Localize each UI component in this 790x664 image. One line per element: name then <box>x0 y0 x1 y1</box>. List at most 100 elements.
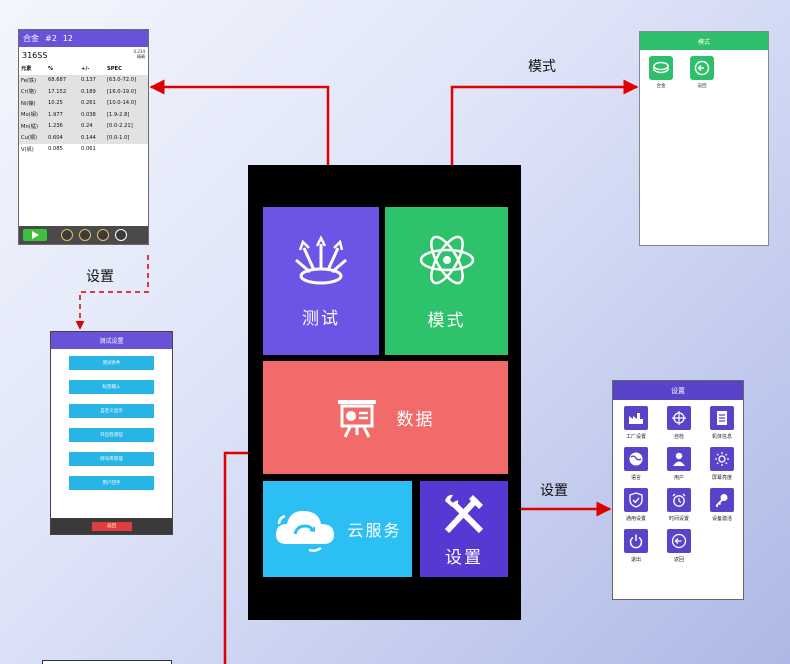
self-check-label: 自检 <box>673 434 684 440</box>
play-icon <box>32 231 39 239</box>
cell-element: Ni(镍) <box>21 100 36 107</box>
document-icon <box>710 406 734 430</box>
table-row: Ni(镍) 10.25 0.261 [10.0-14.0] <box>19 97 148 109</box>
general-settings-item[interactable]: 通用设置 <box>616 488 656 522</box>
cell-spec: [1.9-2.8] <box>107 111 130 118</box>
cell-error: 0.061 <box>81 146 96 153</box>
self-check-item[interactable]: 自检 <box>659 406 699 440</box>
cell-element: Mn(锰) <box>21 123 38 130</box>
general-settings-label: 通用设置 <box>625 516 646 522</box>
settings-back-label: 返回 <box>673 557 684 563</box>
coin-button[interactable] <box>61 229 73 241</box>
test-settings-screen: 测试设置 测试条件 标签输入 自定义显示 开启检测钮 牌号库管理 用户回手 返回 <box>50 331 173 535</box>
cell-error: 0.24 <box>81 123 93 130</box>
settings-callout-label-left: 设置 <box>86 269 114 285</box>
cell-element: Mo(钼) <box>21 112 38 119</box>
cell-error: 0.261 <box>81 100 96 107</box>
test-settings-title: 测试设置 <box>51 332 172 349</box>
cell-percent: 17.152 <box>48 88 67 95</box>
data-tile[interactable]: 数据 <box>263 361 508 474</box>
mode-screen: 模式 合金 返回 <box>639 31 769 246</box>
cell-spec: [63.0-72.0] <box>107 77 137 84</box>
cloud-tile[interactable]: 云服务 <box>263 481 412 577</box>
test-result-toolbar <box>19 226 148 244</box>
crosshair-icon <box>667 406 691 430</box>
test-tile[interactable]: 测试 <box>263 207 379 355</box>
col-header-element: 元素 <box>21 66 32 73</box>
header-alloy-label: 合金 <box>23 34 39 43</box>
factory-settings-label: 工厂设置 <box>625 434 646 440</box>
key-icon <box>710 488 734 512</box>
col-header-percent: % <box>48 65 54 72</box>
table-row: Mn(锰) 1.236 0.24 [0.0-2.21] <box>19 120 148 132</box>
grade-library-button[interactable]: 牌号库管理 <box>69 452 154 466</box>
test-conditions-button[interactable]: 测试条件 <box>69 356 154 370</box>
alloy-grade-row: 316SS 0.234 精确 <box>19 47 148 63</box>
mode-tile-label: 模式 <box>427 310 466 331</box>
mode-back-label: 返回 <box>697 84 707 89</box>
alloy-icon <box>649 56 673 80</box>
power-icon <box>624 529 648 553</box>
table-row: Fe(铁) 68.687 0.137 [63.0-72.0] <box>19 74 148 86</box>
gear-button[interactable] <box>97 229 109 241</box>
device-activation-item[interactable]: 设备激活 <box>702 488 742 522</box>
user-icon <box>667 447 691 471</box>
cell-error: 0.137 <box>81 77 96 84</box>
cell-percent: 68.687 <box>48 77 67 84</box>
settings-back-item[interactable]: 返回 <box>659 529 699 563</box>
alloy-match-label: 精确 <box>137 54 145 59</box>
globe-icon <box>624 447 648 471</box>
brightness-label: 屏幕亮度 <box>711 475 732 481</box>
cell-percent: 1.977 <box>48 111 63 118</box>
exit-label: 退出 <box>630 557 641 563</box>
test-tile-label: 测试 <box>302 308 340 329</box>
cell-spec: [0.0-2.21] <box>107 123 133 130</box>
language-label: 语言 <box>630 475 641 481</box>
home-button[interactable] <box>115 229 127 241</box>
device-activation-label: 设备激活 <box>711 516 732 522</box>
mode-screen-title: 模式 <box>640 32 768 50</box>
mode-callout-label: 模式 <box>528 59 556 75</box>
factory-icon <box>624 406 648 430</box>
brightness-item[interactable]: 屏幕亮度 <box>702 447 742 481</box>
mode-back-tile[interactable]: 返回 <box>689 56 715 89</box>
shield-check-icon <box>624 488 648 512</box>
header-count: 12 <box>62 34 73 43</box>
alloy-match-info: 0.234 精确 <box>134 49 145 59</box>
settings-callout-label-right: 设置 <box>540 483 568 499</box>
detect-button-toggle[interactable]: 开启检测钮 <box>69 428 154 442</box>
cloud-tile-label: 云服务 <box>347 521 402 540</box>
device-info-item[interactable]: 机体信息 <box>702 406 742 440</box>
table-row: Mo(钼) 1.977 0.038 [1.9-2.8] <box>19 109 148 121</box>
test-result-header: 合金 #2 12 <box>19 30 148 47</box>
custom-display-button[interactable]: 自定义显示 <box>69 404 154 418</box>
cell-percent: 0.085 <box>48 146 63 153</box>
radiation-beam-icon <box>295 234 347 284</box>
user-label: 用户 <box>673 475 684 481</box>
user-button[interactable]: 用户回手 <box>69 476 154 490</box>
cell-spec: [10.0-14.0] <box>107 100 137 107</box>
user-item[interactable]: 用户 <box>659 447 699 481</box>
return-button[interactable]: 返回 <box>91 521 132 531</box>
label-input-button[interactable]: 标签输入 <box>69 380 154 394</box>
dashed-arrow-test-settings <box>75 255 149 330</box>
col-header-error: +/- <box>81 65 90 72</box>
play-button[interactable] <box>23 229 47 241</box>
settings-screen-title: 设置 <box>613 381 743 400</box>
exit-item[interactable]: 退出 <box>616 529 656 563</box>
chart-button[interactable] <box>79 229 91 241</box>
cell-error: 0.189 <box>81 88 96 95</box>
cell-error: 0.144 <box>81 134 96 141</box>
mode-alloy-tile[interactable]: 合金 <box>648 56 674 89</box>
settings-tile-label: 设置 <box>445 547 483 568</box>
language-item[interactable]: 语言 <box>616 447 656 481</box>
cell-element: Fe(铁) <box>21 77 37 84</box>
mode-tile[interactable]: 模式 <box>385 207 508 355</box>
cell-spec: [16.0-19.0] <box>107 88 137 95</box>
factory-settings-item[interactable]: 工厂设置 <box>616 406 656 440</box>
settings-tile[interactable]: 设置 <box>420 481 508 577</box>
test-result-screen: 合金 #2 12 316SS 0.234 精确 元素 % +/- SPEC Fe… <box>18 29 149 245</box>
test-settings-footer: 返回 <box>51 518 172 534</box>
time-settings-item[interactable]: 时间设置 <box>659 488 699 522</box>
tools-icon <box>444 494 484 533</box>
